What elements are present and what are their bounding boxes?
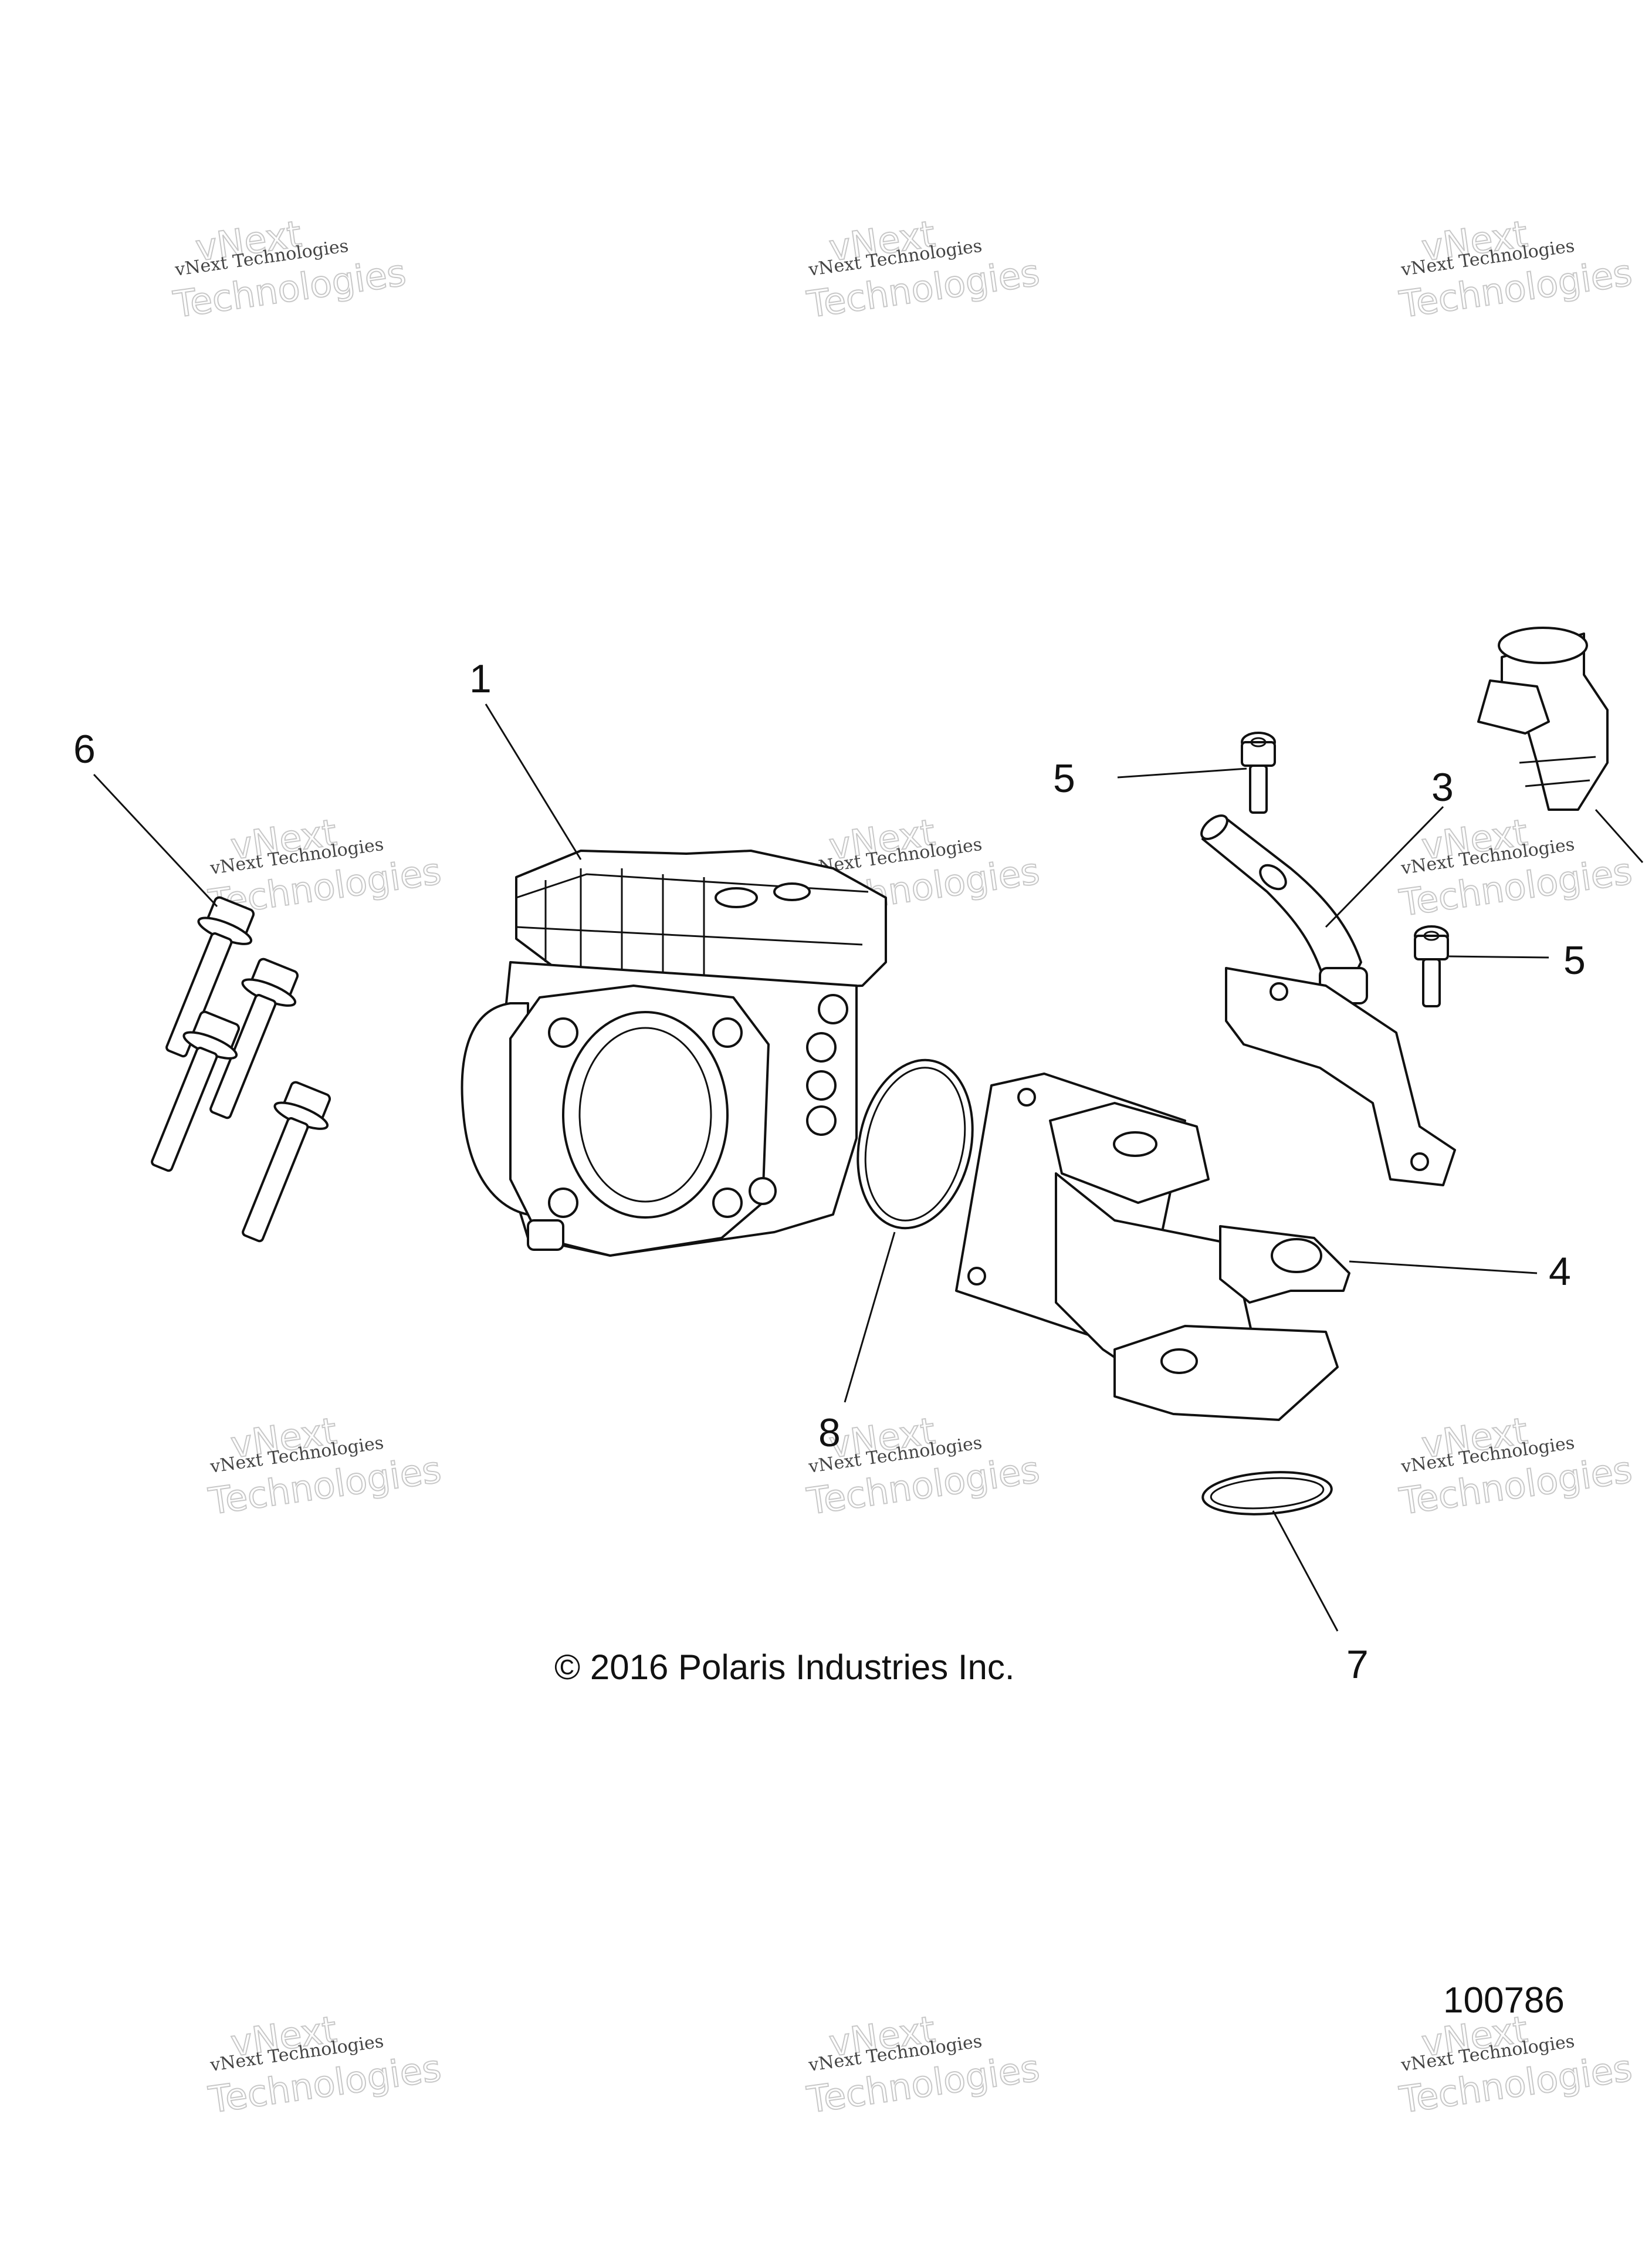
manifold-o-ring — [1201, 1471, 1333, 1515]
watermark: vNext vNext Technologies Technologies — [1396, 810, 1636, 925]
screw — [1241, 732, 1276, 814]
watermark: vNext vNext Technologies Technologies — [804, 212, 1043, 327]
fuel-line-bracket — [1200, 814, 1456, 1186]
callout-6: 6 — [73, 727, 96, 772]
callout-7: 7 — [1346, 1642, 1369, 1687]
screw — [1414, 925, 1449, 1007]
throttle-body-gasket — [857, 1058, 974, 1230]
callout-8: 8 — [818, 1410, 841, 1455]
watermark-grid: vNext vNext Technologies Technologies vN… — [170, 212, 1636, 2122]
watermark: vNext vNext Technologies Technologies — [1396, 1409, 1636, 1524]
copyright-notice: © 2016 Polaris Industries Inc. — [554, 1648, 1015, 1687]
leader-3 — [1325, 806, 1444, 928]
intake-manifold — [955, 1073, 1350, 1421]
leader-5b — [1448, 955, 1549, 959]
callouts: 1 3 4 5 5 6 7 8 — [73, 657, 1586, 1687]
bracket-screws — [1241, 732, 1449, 1007]
watermark: vNext vNext Technologies Technologies — [205, 1409, 445, 1524]
callout-4: 4 — [1549, 1249, 1571, 1294]
watermark: vNext vNext Technologies Technologies — [170, 212, 409, 327]
callout-3: 3 — [1431, 765, 1454, 810]
watermark: vNext vNext Technologies Technologies — [1396, 212, 1636, 327]
callout-5: 5 — [1563, 938, 1586, 983]
leader-8 — [844, 1232, 896, 1403]
bolt — [165, 896, 255, 1058]
throttle-body — [461, 850, 887, 1257]
leader-5a — [1117, 767, 1247, 779]
watermark: vNext vNext Technologies Technologies — [804, 2007, 1043, 2122]
bolt — [151, 1010, 241, 1172]
fuel-injector — [1477, 627, 1609, 811]
flange-bolts — [151, 896, 331, 1243]
leader-1 — [485, 703, 582, 860]
callout-1: 1 — [469, 657, 492, 701]
leader-injector — [1595, 809, 1644, 863]
bolt — [242, 1081, 331, 1243]
leader-lines — [93, 703, 1644, 1632]
watermark: vNext vNext Technologies Technologies — [205, 2007, 445, 2122]
leader-6 — [93, 773, 218, 908]
bolt — [209, 958, 299, 1119]
watermark: vNext vNext Technologies Technologies — [1396, 2007, 1636, 2122]
leader-4 — [1349, 1260, 1538, 1274]
reference-number: 100786 — [1443, 1980, 1565, 2021]
callout-5: 5 — [1053, 756, 1075, 801]
leader-7 — [1272, 1510, 1339, 1632]
